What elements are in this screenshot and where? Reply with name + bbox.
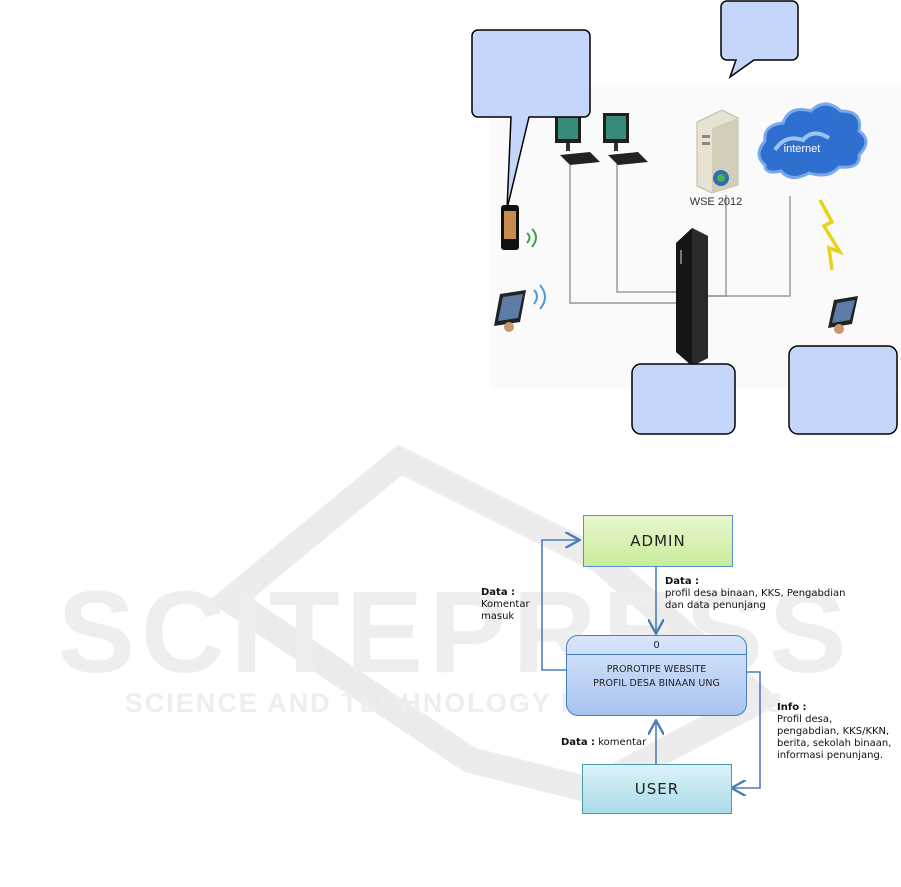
flow-label-line: berita, sekolah binaan, bbox=[777, 738, 892, 749]
smartphone-icon bbox=[501, 205, 537, 250]
router-icon bbox=[676, 228, 708, 366]
flow-label-line: masuk bbox=[481, 611, 515, 622]
tablet-icon bbox=[494, 284, 546, 332]
callout-box-router bbox=[631, 363, 736, 435]
server-label: WSE 2012 bbox=[690, 196, 743, 208]
flow-label-text: komentar bbox=[598, 737, 647, 748]
desktop-computer-icon bbox=[555, 113, 600, 165]
flow-label-user-to-process: Data : komentar bbox=[561, 737, 661, 749]
flow-label-title: Data : bbox=[481, 587, 516, 598]
entity-admin: ADMIN bbox=[583, 515, 733, 567]
process-title-line1: PROROTIPE WEBSITE bbox=[606, 664, 707, 675]
cloud-label: internet bbox=[784, 143, 821, 155]
flow-label-title: Data : bbox=[561, 737, 596, 748]
process-box: 0 PROROTIPE WEBSITE PROFIL DESA BINAAN U… bbox=[566, 635, 747, 716]
flow-label-line: Profil desa, bbox=[777, 714, 833, 725]
flow-label-line: Komentar bbox=[481, 599, 530, 610]
entity-admin-label: ADMIN bbox=[630, 532, 686, 550]
process-id-row: 0 bbox=[567, 636, 746, 655]
flow-label-process-to-user: Info : Profil desa, pengabdian, KKS/KKN,… bbox=[777, 702, 901, 762]
flow-label-title: Data : bbox=[665, 576, 700, 587]
arrow-process-to-admin bbox=[541, 540, 578, 671]
process-title-line2: PROFIL DESA BINAAN UNG bbox=[593, 678, 720, 689]
entity-user: USER bbox=[582, 764, 732, 814]
flow-label-line: profil desa binaan, KKS, Pengabdian bbox=[665, 588, 846, 599]
tablet-icon bbox=[828, 296, 858, 334]
arrow-process-to-user bbox=[733, 671, 761, 788]
network-cables bbox=[569, 163, 791, 304]
flow-label-process-to-admin: Data : Komentar masuk bbox=[481, 587, 551, 623]
callout-bubble-server bbox=[720, 0, 799, 79]
callout-bubble-phone bbox=[471, 29, 591, 210]
lightning-icon bbox=[818, 199, 845, 271]
flow-label-line: dan data penunjang bbox=[665, 600, 766, 611]
flow-label-admin-to-process: Data : profil desa binaan, KKS, Pengabdi… bbox=[665, 576, 855, 612]
entity-user-label: USER bbox=[634, 780, 680, 798]
flow-label-line: informasi penunjang. bbox=[777, 750, 884, 761]
flow-label-title: Info : bbox=[777, 702, 807, 713]
callout-box-tablet bbox=[788, 345, 898, 435]
server-icon bbox=[696, 109, 739, 194]
desktop-computer-icon bbox=[603, 113, 648, 165]
cloud-icon bbox=[757, 102, 868, 179]
flow-label-line: pengabdian, KKS/KKN, bbox=[777, 726, 890, 737]
process-id: 0 bbox=[653, 639, 660, 651]
